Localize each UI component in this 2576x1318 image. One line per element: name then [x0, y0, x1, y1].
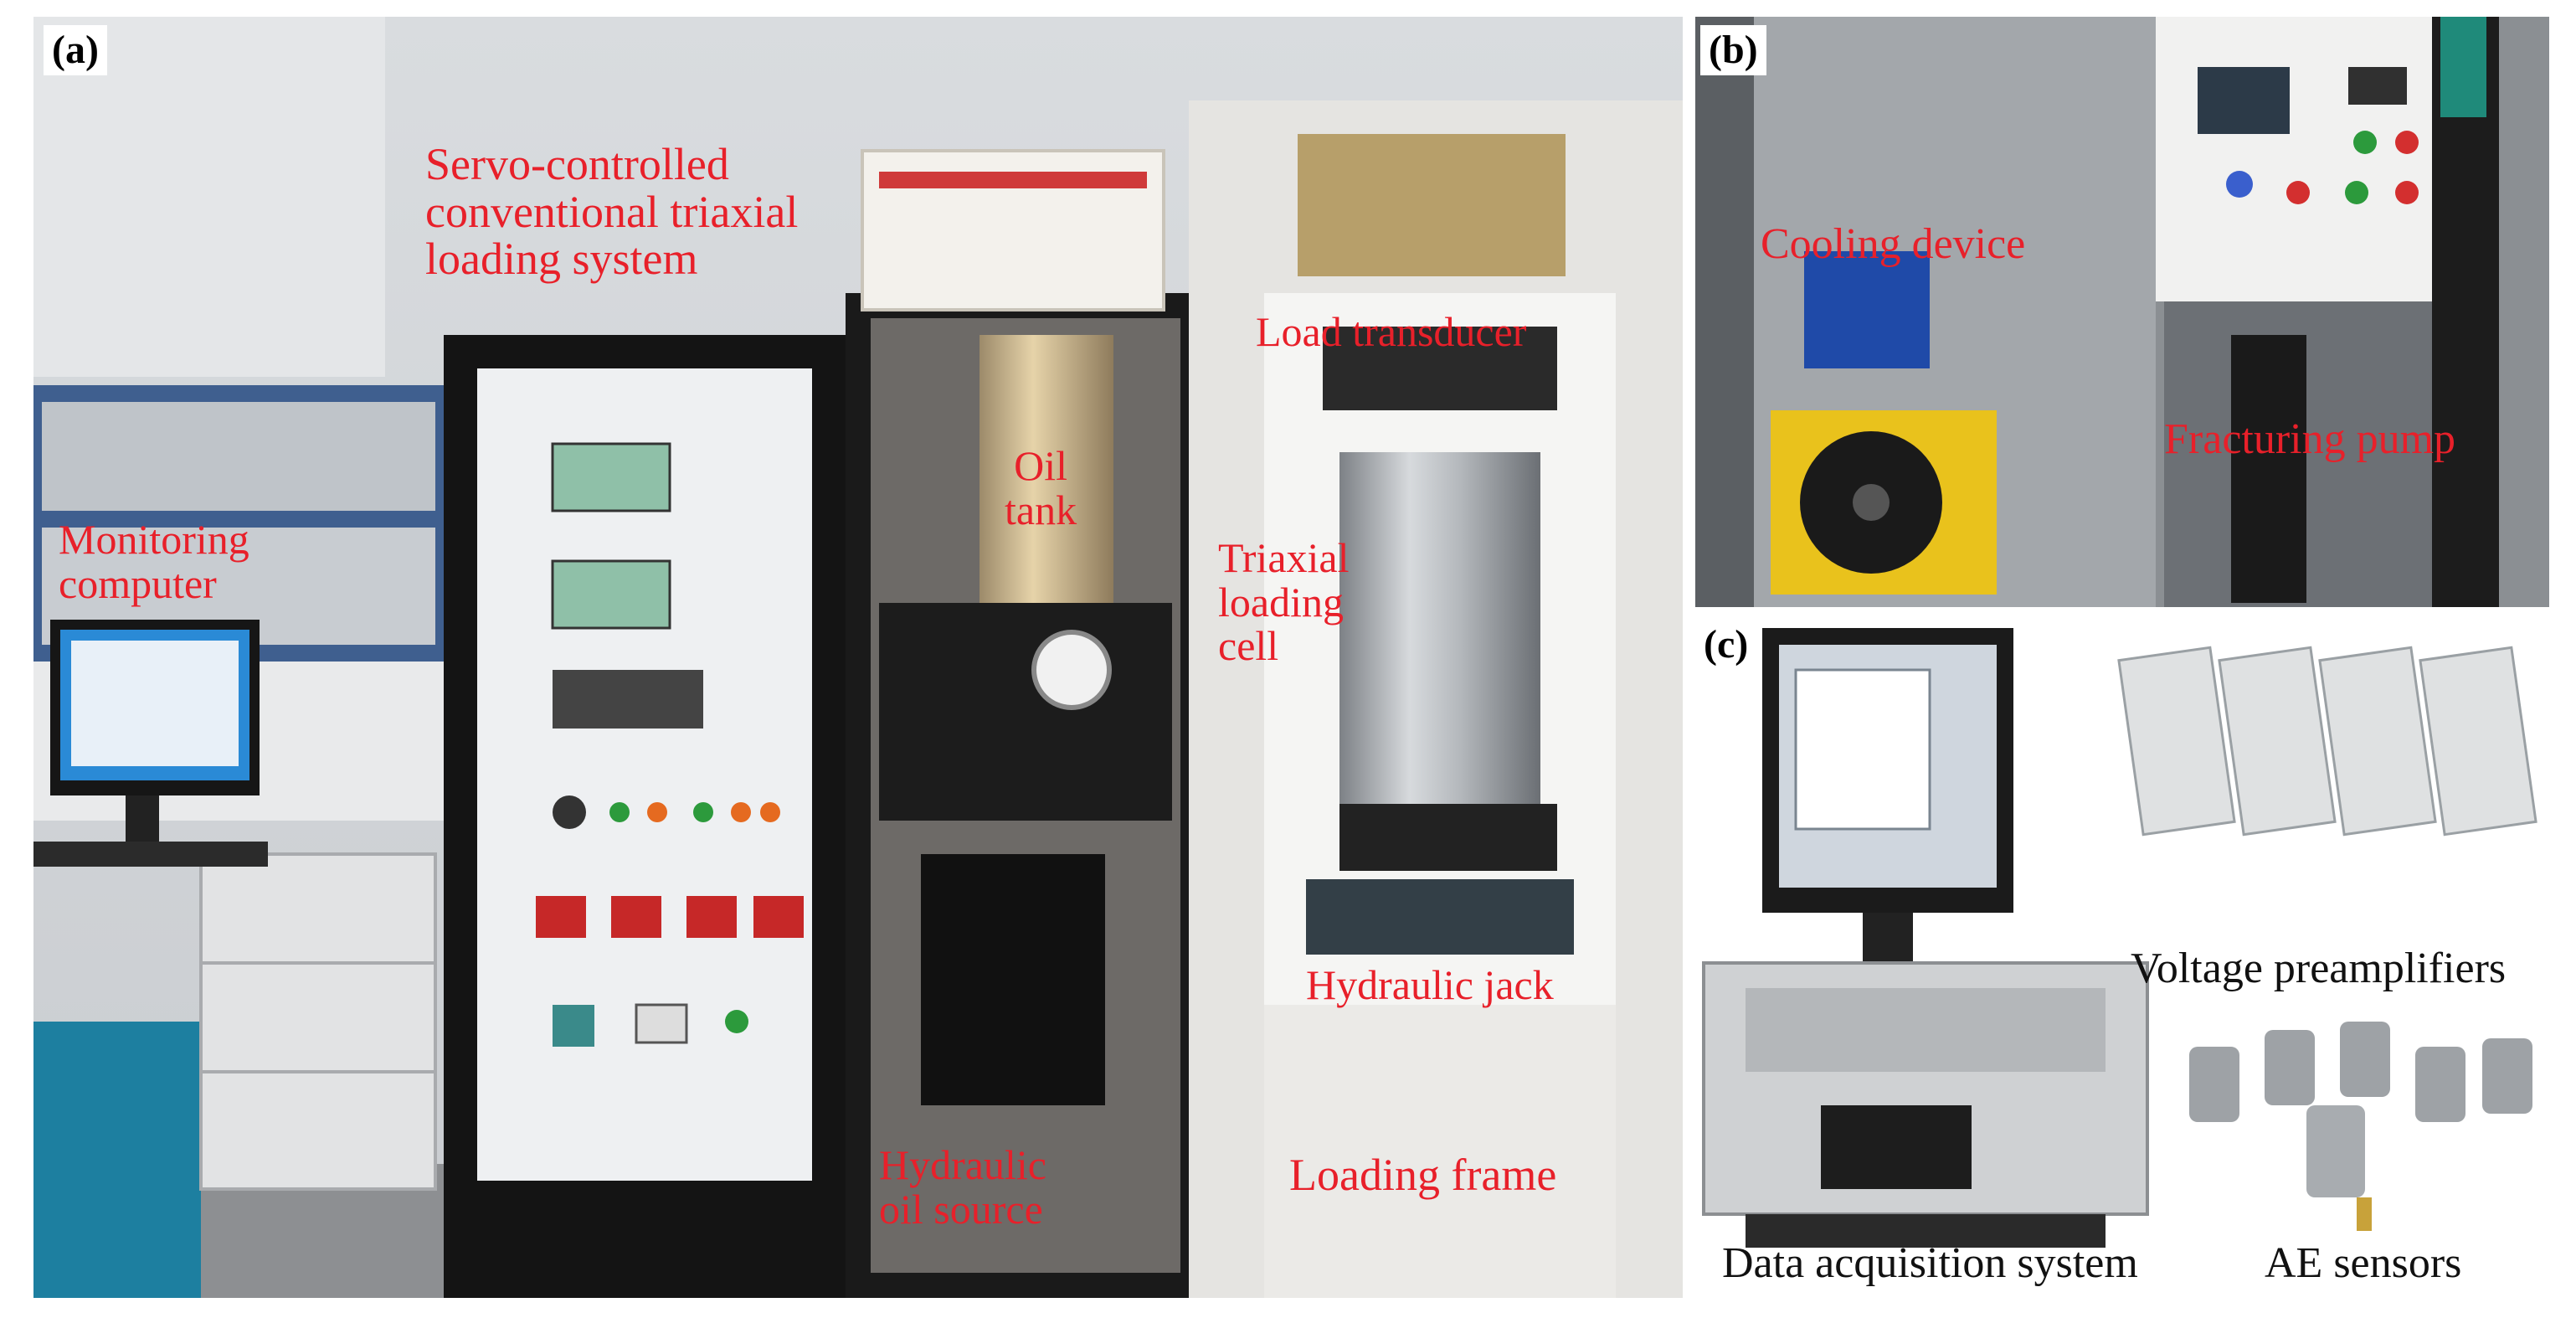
gauge-panel — [879, 603, 1172, 821]
label-oil-tank: Oil tank — [1005, 442, 1077, 533]
printer-slot — [553, 670, 703, 729]
label-triaxial-cell: Triaxial loading cell — [1218, 534, 1350, 669]
panel-b-tag: (b) — [1700, 25, 1766, 75]
pressure-gauge — [1031, 630, 1112, 710]
chassis-keyboard — [1746, 1214, 2106, 1248]
label-monitoring-computer: Monitoring computer — [59, 516, 249, 607]
label-voltage-preamplifiers: Voltage preamplifiers — [2131, 945, 2507, 992]
cooling-motor — [1804, 251, 1930, 368]
oil-tank — [979, 335, 1113, 603]
label-loading-frame: Loading frame — [1289, 1150, 1557, 1200]
label-hydraulic-jack: Hydraulic jack — [1306, 961, 1554, 1008]
chassis-display — [1821, 1105, 1972, 1189]
panel-a-photo: (a) Servo-controlled conventional triaxi… — [33, 17, 1683, 1298]
brass-plate — [1298, 134, 1566, 276]
preamplifier-group — [2117, 646, 2537, 837]
label-data-acquisition: Data acquisition system — [1722, 1239, 2138, 1287]
keyboard — [33, 842, 268, 867]
panel-a-scene — [33, 17, 1683, 1298]
fracturing-pump-cylinder — [2231, 335, 2306, 603]
hydraulic-jack-base — [1306, 879, 1574, 955]
label-cooling-device: Cooling device — [1761, 220, 2026, 268]
triaxial-cell — [1339, 452, 1540, 804]
load-transducer-block — [1323, 327, 1557, 410]
pump-motor — [921, 854, 1105, 1105]
label-fracturing-pump: Fracturing pump — [2164, 415, 2456, 463]
blue-bin — [33, 1022, 201, 1298]
panel-b-scene — [1695, 17, 2549, 607]
pump-control-box — [2156, 17, 2440, 301]
window-light — [33, 17, 385, 377]
panel-c-photo: (c) Voltage preamplifiers Data acquisiti… — [1695, 611, 2549, 1298]
label-loading-system: Servo-controlled conventional triaxial l… — [425, 139, 799, 285]
label-ae-sensors: AE sensors — [2265, 1239, 2462, 1287]
drawer-cabinet — [199, 852, 437, 1191]
label-hydraulic-oil-source: Hydraulic oil source — [879, 1141, 1046, 1233]
label-load-transducer: Load transducer — [1256, 308, 1527, 355]
panel-c-scene — [1702, 628, 2537, 1248]
panel-c-tag: (c) — [1695, 620, 1757, 670]
panel-a-tag: (a) — [44, 25, 107, 75]
ae-sensor-group — [2189, 1022, 2532, 1231]
panel-b-photo: (b) Cooling device Fracturing pump — [1695, 17, 2549, 607]
